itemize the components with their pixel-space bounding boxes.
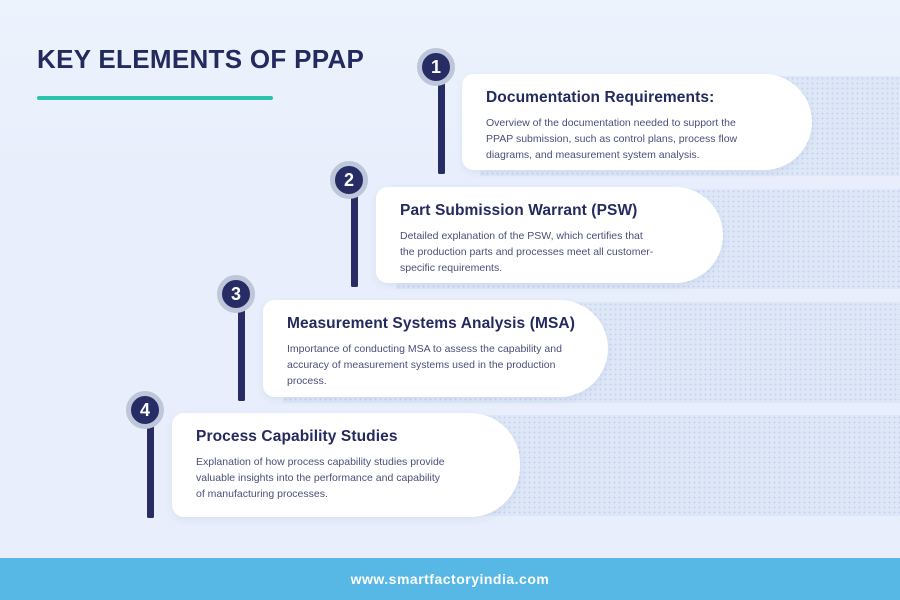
step-card: Measurement Systems Analysis (MSA) Impor…: [263, 300, 608, 397]
step-number-badge: 3: [217, 275, 255, 313]
connector-line: [147, 415, 154, 518]
step-number: 2: [343, 169, 354, 190]
page-title: KEY ELEMENTS OF PPAP: [37, 44, 365, 74]
step-number-badge: 1: [417, 48, 455, 86]
step-title: Process Capability Studies: [196, 428, 398, 445]
step-title: Part Submission Warrant (PSW): [400, 202, 638, 219]
connector-line: [351, 185, 358, 287]
step-card: Part Submission Warrant (PSW) Detailed e…: [376, 187, 723, 283]
step-number-badge: 4: [126, 391, 164, 429]
website-url: www.smartfactoryindia.com: [350, 571, 550, 587]
step-title: Documentation Requirements:: [486, 89, 715, 106]
step-description: Detailed explanation of the PSW, which c…: [400, 230, 654, 274]
connector-line: [438, 72, 445, 174]
step-card: Documentation Requirements: Overview of …: [462, 74, 812, 170]
step-description: Importance of conducting MSA to assess t…: [287, 343, 562, 387]
step-card: Process Capability Studies Explanation o…: [172, 413, 520, 517]
step-number: 1: [430, 56, 441, 77]
step-title: Measurement Systems Analysis (MSA): [287, 315, 575, 332]
step-number-badge: 2: [330, 161, 368, 199]
title-underline: [37, 96, 273, 100]
step-number: 4: [139, 399, 150, 420]
footer-bar: www.smartfactoryindia.com: [0, 558, 900, 600]
step-number: 3: [230, 283, 241, 304]
step-description: Overview of the documentation needed to …: [486, 117, 738, 161]
step-description: Explanation of how process capability st…: [196, 456, 445, 500]
connector-line: [238, 299, 245, 401]
